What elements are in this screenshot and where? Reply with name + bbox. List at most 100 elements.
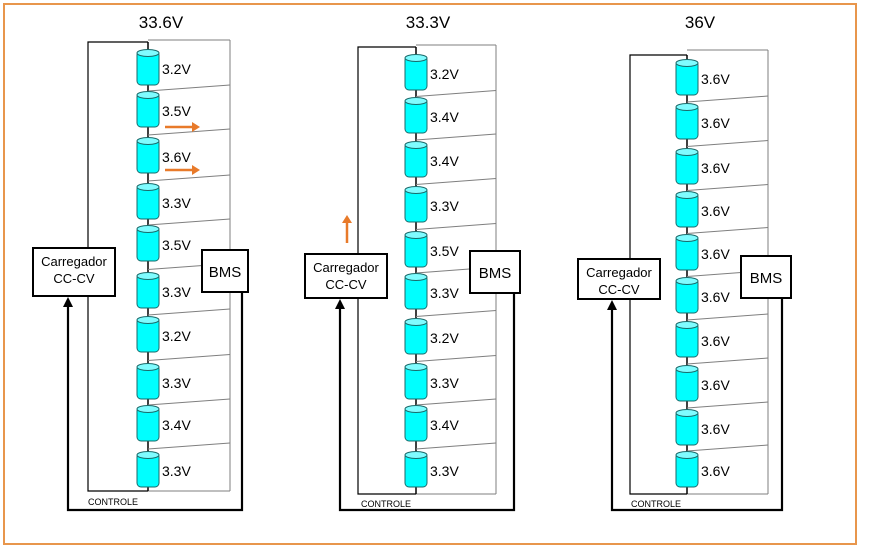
battery-cell-icon bbox=[404, 186, 428, 223]
battery-cell-icon bbox=[136, 183, 160, 220]
sense-wire bbox=[686, 357, 769, 365]
cell-voltage: 3.6V bbox=[701, 203, 730, 219]
battery-cell-icon bbox=[675, 365, 699, 402]
charger-label: Carregador bbox=[41, 254, 107, 269]
sense-wire bbox=[415, 310, 497, 317]
control-arrow-icon bbox=[335, 299, 345, 309]
bms-box: BMS bbox=[740, 255, 792, 299]
charger-label: Carregador bbox=[586, 265, 652, 280]
cell-voltage: 3.6V bbox=[701, 463, 730, 479]
cell-voltage: 3.2V bbox=[162, 328, 191, 344]
charger-mode: CC-CV bbox=[325, 277, 366, 292]
pack-voltage: 33.3V bbox=[406, 13, 451, 32]
cell-voltage: 3.5V bbox=[162, 237, 191, 253]
sense-wire bbox=[415, 178, 497, 185]
charger-label: Carregador bbox=[313, 260, 379, 275]
cell-voltage: 3.6V bbox=[701, 71, 730, 87]
battery-panel-3: 36V 3.6V 3.6V 3.6V 3.6V 3.6V 3.6V 3.6V 3.6V 3.6V 3… bbox=[577, 13, 792, 512]
sense-wire bbox=[686, 313, 769, 321]
battery-cell-icon bbox=[404, 231, 428, 268]
cell-voltage: 3.6V bbox=[701, 421, 730, 437]
battery-cell-icon bbox=[136, 91, 160, 128]
bms-label: BMS bbox=[750, 270, 783, 287]
cell-voltage: 3.3V bbox=[162, 463, 191, 479]
cell-voltage: 3.3V bbox=[162, 375, 191, 391]
battery-cell-icon bbox=[136, 272, 160, 309]
battery-cell-icon bbox=[136, 405, 160, 442]
battery-cell-icon bbox=[675, 103, 699, 140]
battery-cell-icon bbox=[136, 225, 160, 262]
battery-cell-icon bbox=[675, 409, 699, 446]
battery-panel-2: 33.3V3.2V3.4V3.4V3.3V3.5V3.3V3.2V3.3V3.4… bbox=[304, 13, 521, 512]
cell-voltage: 3.6V bbox=[162, 149, 191, 165]
battery-cell-icon bbox=[675, 191, 699, 228]
sense-wire bbox=[147, 354, 231, 361]
cell-voltage: 3.6V bbox=[701, 115, 730, 131]
cell-voltage: 3.3V bbox=[430, 285, 459, 301]
sense-wire bbox=[415, 223, 497, 230]
control-label: CONTROLE bbox=[88, 497, 138, 507]
control-arrow-icon bbox=[607, 300, 617, 310]
battery-cell-icon bbox=[404, 318, 428, 355]
control-loop bbox=[607, 298, 784, 512]
bms-label: BMS bbox=[479, 265, 512, 282]
cell-voltage: 3.6V bbox=[701, 377, 730, 393]
sense-wire bbox=[147, 128, 231, 136]
cell-voltage: 3.3V bbox=[430, 375, 459, 391]
sense-wire bbox=[147, 308, 231, 316]
battery-cell-icon bbox=[136, 451, 160, 488]
cell-voltage: 3.4V bbox=[162, 417, 191, 433]
bms-box: BMS bbox=[469, 250, 521, 294]
cell-voltage: 3.4V bbox=[430, 417, 459, 433]
cell-voltage: 3.4V bbox=[430, 109, 459, 125]
sense-wire bbox=[415, 355, 497, 362]
battery-cell-icon bbox=[675, 321, 699, 358]
cell-voltage: 3.6V bbox=[701, 246, 730, 262]
cell-voltage: 3.2V bbox=[430, 330, 459, 346]
sense-wire bbox=[147, 84, 231, 92]
sense-wire bbox=[415, 442, 497, 450]
battery-cell-icon bbox=[404, 141, 428, 178]
sense-wire bbox=[147, 174, 231, 182]
control-label: CONTROLE bbox=[361, 499, 411, 509]
charge-arrow-icon bbox=[342, 215, 352, 243]
cell-voltage: 3.6V bbox=[701, 333, 730, 349]
battery-cell-icon bbox=[404, 363, 428, 400]
cell-voltage: 3.3V bbox=[430, 198, 459, 214]
charger-mode: CC-CV bbox=[53, 271, 94, 286]
outer-border bbox=[3, 3, 857, 545]
pack-voltage: 36V bbox=[685, 13, 716, 32]
balancing-arrow-icon bbox=[165, 122, 200, 132]
cell-voltage: 3.2V bbox=[430, 66, 459, 82]
battery-cell-icon bbox=[136, 316, 160, 353]
battery-cell-icon bbox=[404, 273, 428, 310]
battery-cell-icon bbox=[136, 363, 160, 400]
sense-wire bbox=[686, 227, 769, 234]
battery-cell-icon bbox=[136, 49, 160, 86]
sense-wire bbox=[415, 90, 497, 97]
battery-cell-icon bbox=[675, 277, 699, 314]
control-label: CONTROLE bbox=[631, 499, 681, 509]
bms-label: BMS bbox=[209, 264, 242, 281]
battery-cell-icon bbox=[404, 54, 428, 91]
sense-wire bbox=[686, 401, 769, 409]
cell-voltage: 3.6V bbox=[701, 160, 730, 176]
sense-wire bbox=[147, 398, 231, 406]
sense-wire bbox=[686, 444, 769, 452]
balancing-arrow-icon bbox=[165, 165, 200, 175]
battery-cell-icon bbox=[675, 59, 699, 96]
cell-voltage: 3.6V bbox=[701, 289, 730, 305]
cell-voltage: 3.5V bbox=[430, 243, 459, 259]
pack-voltage: 33.6V bbox=[139, 13, 184, 32]
cell-voltage: 3.2V bbox=[162, 61, 191, 77]
sense-wire bbox=[686, 140, 769, 147]
sense-wire bbox=[147, 218, 231, 226]
cell-voltage: 3.5V bbox=[162, 103, 191, 119]
control-arrow-icon bbox=[63, 297, 73, 307]
cell-voltage: 3.3V bbox=[162, 284, 191, 300]
battery-cell-icon bbox=[136, 137, 160, 174]
